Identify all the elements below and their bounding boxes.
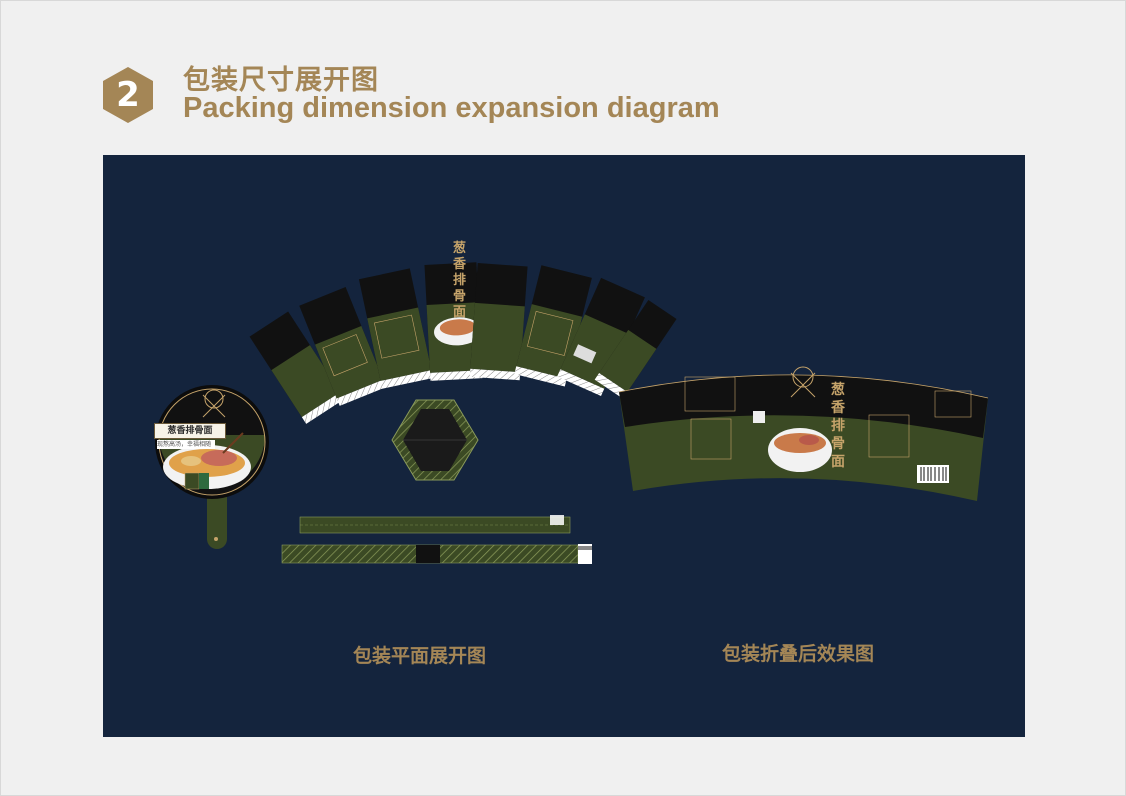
section-hexagon-icon xyxy=(103,67,153,123)
bottom-hexagon-layout xyxy=(391,399,479,481)
diagram-panel: 葱香排骨面 葱香排骨面 葱香排骨面 现熬高汤，幸福相随 包装平面展开图 包装折叠… xyxy=(103,155,1025,737)
caption-folded-effect: 包装折叠后效果图 xyxy=(722,643,875,665)
lid-product-name: 葱香排骨面 xyxy=(154,423,226,439)
fan-product-name: 葱香排骨面 xyxy=(453,241,467,320)
lid-flat-layout xyxy=(155,385,269,549)
lid-slogan: 现熬高汤，幸福相随 xyxy=(157,440,215,449)
caption-flat-layout: 包装平面展开图 xyxy=(353,645,487,667)
packaging-illustrations xyxy=(155,262,989,564)
cup-wall-flat-layout xyxy=(249,262,677,424)
section-title-cn: 包装尺寸展开图 xyxy=(183,65,379,96)
section-number: 2 xyxy=(116,75,140,115)
folded-product-name: 葱香排骨面 xyxy=(831,382,845,470)
section-title-en: Packing dimension expansion diagram xyxy=(183,92,720,124)
rim-strip-layout xyxy=(281,515,592,564)
folded-cup-band xyxy=(618,366,989,501)
